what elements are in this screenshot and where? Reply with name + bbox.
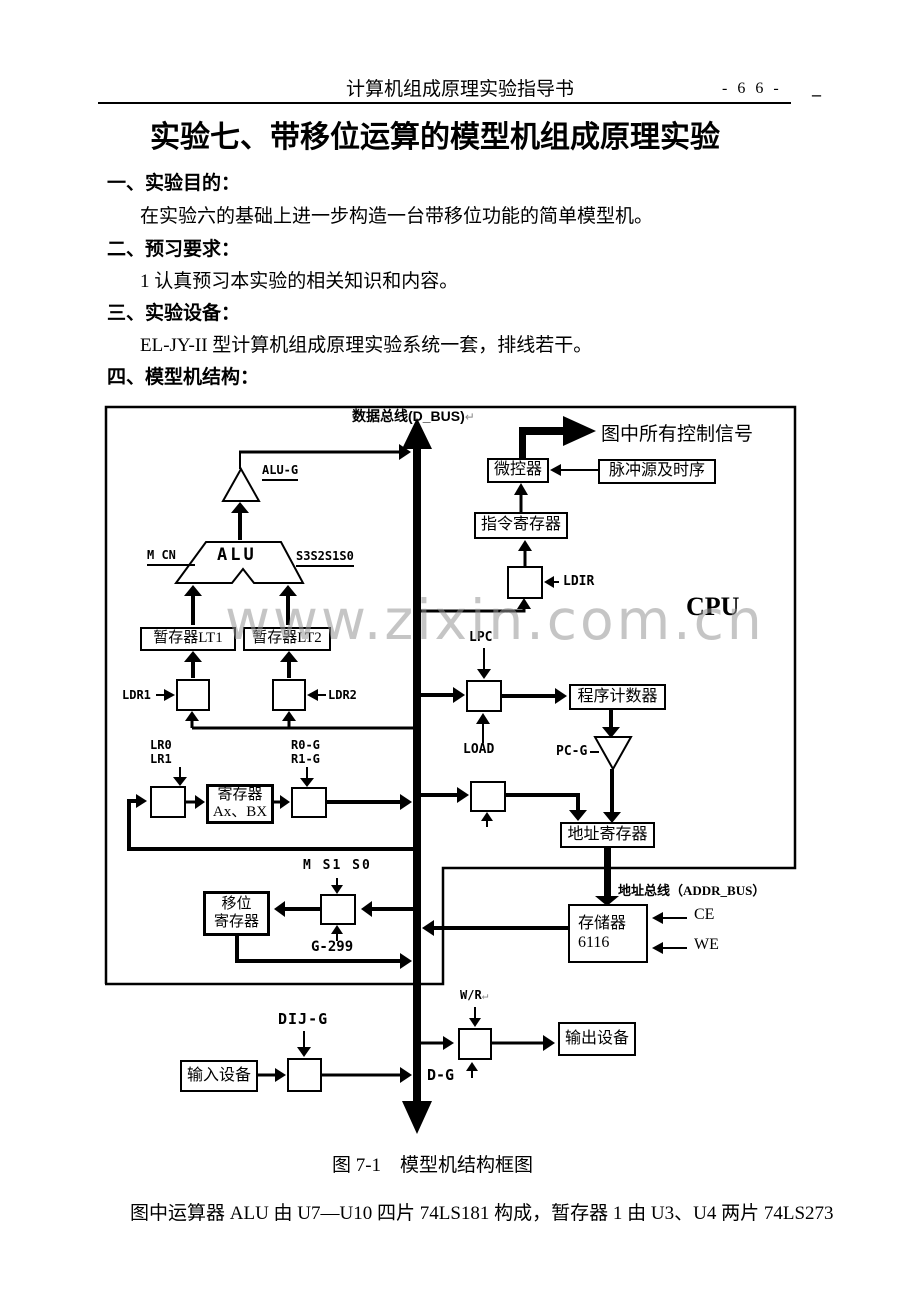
section-3-heading: 三、实验设备：: [107, 303, 241, 324]
data-bus-text: 数据总线(D_BUS): [352, 408, 465, 424]
register-label-line1: 寄存器: [217, 786, 263, 803]
register-gate-box: [291, 787, 327, 818]
ldr1-latch-box: [176, 679, 210, 711]
header-doc-title: 计算机组成原理实验指导书: [345, 79, 574, 100]
r0g-r1g-label: R0-G R1-G: [291, 738, 320, 766]
ldir-label: LDIR: [563, 574, 595, 589]
temp-register-lt1-box: 暂存器LT1: [140, 627, 236, 651]
m-cn-label: M CN: [147, 548, 195, 566]
input-gate-box: [287, 1058, 322, 1092]
header-page-number: - 6 6 -: [722, 80, 782, 97]
register-load-box: [150, 786, 186, 818]
alu-label: ALU: [217, 545, 257, 565]
ce-label: CE: [694, 906, 715, 923]
memory-label-line2: 6116: [578, 933, 610, 951]
memory-label-line1: 存储器: [578, 915, 627, 933]
program-counter-label: 程序计数器: [577, 687, 658, 705]
ldr1-label: LDR1: [122, 688, 151, 702]
alu-g-label: ALU-G: [262, 463, 299, 481]
temp-register-lt2-box: 暂存器LT2: [243, 627, 331, 651]
temp-register-lt1-label: 暂存器LT1: [153, 630, 223, 647]
cpu-label: CPU: [686, 592, 740, 621]
footer-paragraph: 图中运算器 ALU 由 U7—U10 四片 74LS181 构成，暂存器 1 由…: [130, 1203, 834, 1224]
g299-control-box: [320, 894, 356, 925]
address-register-label: 地址寄存器: [567, 825, 648, 843]
r0-g-text: R0-G: [291, 738, 320, 752]
s-bits-label: S3S2S1S0: [296, 549, 354, 567]
register-ax-bx-box: 寄存器 Ax、BX: [206, 784, 274, 824]
ldr2-label: LDR2: [328, 688, 357, 702]
section-3-body: EL-JY-II 型计算机组成原理实验系统一套，排线若干。: [140, 335, 593, 356]
instruction-register-label: 指令寄存器: [480, 516, 561, 534]
header-rule: [98, 102, 791, 104]
data-bus-label: 数据总线(D_BUS)↵: [352, 406, 475, 426]
lr0-lr1-label: LR0 LR1: [150, 738, 172, 766]
section-4-heading: 四、模型机结构：: [107, 367, 260, 388]
we-label: WE: [694, 936, 719, 953]
output-device-box: 输出设备: [558, 1022, 636, 1056]
section-1-heading: 一、实验目的：: [107, 173, 241, 194]
alu-shape: [174, 541, 305, 584]
input-device-label: 输入设备: [186, 1066, 251, 1084]
return-mark-icon: ↵: [481, 989, 489, 1002]
data-bus: [402, 416, 619, 1134]
figure-caption: 图 7-1 模型机结构框图: [331, 1155, 534, 1176]
shift-register-label-line2: 寄存器: [213, 913, 259, 930]
alu-output-gate-triangle: [221, 466, 261, 502]
m-s1-s0-label: M S1 S0: [303, 858, 372, 873]
output-device-label: 输出设备: [564, 1029, 629, 1047]
program-counter-box: 程序计数器: [569, 684, 666, 710]
section-2-heading: 二、预习要求：: [107, 239, 241, 260]
r1-g-text: R1-G: [291, 752, 320, 766]
section-2-body: 1 认真预习本实验的相关知识和内容。: [140, 271, 459, 292]
pulse-source-label: 脉冲源及时序: [608, 462, 705, 480]
micro-controller-label: 微控器: [493, 461, 542, 479]
address-register-box: 地址寄存器: [560, 822, 655, 848]
dij-g-label: DIJ-G: [278, 1010, 329, 1028]
lar-latch-box: [470, 781, 506, 812]
register-label-line2: Ax、BX: [212, 804, 268, 820]
lpc-latch-box: [466, 680, 502, 712]
lpc-label: LPC: [469, 630, 493, 645]
lr1-text: LR1: [150, 752, 172, 766]
temp-register-lt2-label: 暂存器LT2: [252, 630, 322, 647]
addr-bus-label: 地址总线（ADDR_BUS）: [618, 883, 766, 898]
pulse-source-box: 脉冲源及时序: [598, 459, 716, 484]
pc-output-gate-triangle: [593, 736, 633, 772]
load-label: LOAD: [463, 742, 495, 757]
input-device-box: 输入设备: [180, 1060, 258, 1092]
shift-register-label-line1: 移位: [221, 896, 252, 913]
w-r-text: W/R: [460, 988, 482, 1002]
page-title: 实验七、带移位运算的模型机组成原理实验: [150, 121, 720, 154]
return-mark-icon: ↵: [464, 410, 475, 424]
header-trailing-mark: _: [812, 78, 821, 98]
lr0-text: LR0: [150, 738, 172, 752]
control-signals-label: 图中所有控制信号: [601, 424, 754, 445]
section-1-body: 在实验六的基础上进一步构造一台带移位功能的简单模型机。: [140, 206, 654, 227]
instruction-register-box: 指令寄存器: [474, 512, 568, 539]
g-299-label: G-299: [311, 939, 354, 955]
micro-controller-box: 微控器: [487, 458, 549, 483]
w-r-label: W/R↵: [460, 988, 488, 1002]
shift-register-box: 移位 寄存器: [203, 891, 270, 936]
d-g-label: D-G: [427, 1066, 455, 1084]
pc-g-label: PC-G: [556, 744, 588, 759]
memory-box: 存储器 6116: [568, 904, 648, 963]
output-gate-box: [458, 1028, 492, 1060]
ldr2-latch-box: [272, 679, 306, 711]
ldir-latch-box: [507, 566, 543, 599]
